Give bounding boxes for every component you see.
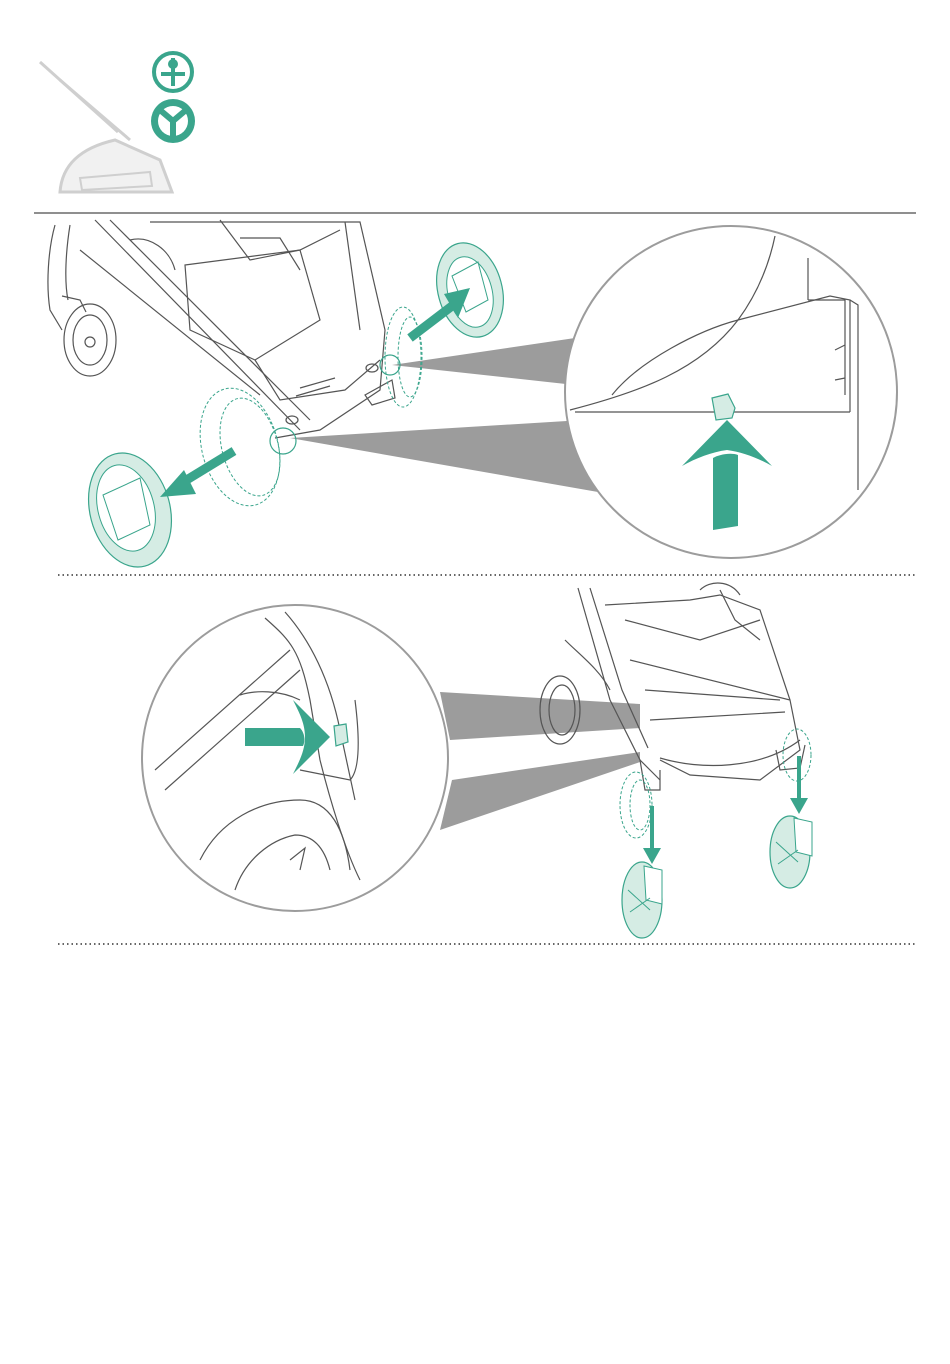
zoom-beam-lower xyxy=(290,420,598,492)
detached-front-wheel-left xyxy=(622,862,662,938)
step-remove-front-wheels xyxy=(142,583,812,938)
detail-magnifier-release-button xyxy=(565,226,897,558)
front-wheel-swivel-icon xyxy=(154,53,192,91)
detached-front-wheel-right xyxy=(770,816,812,888)
detail-marker-left xyxy=(270,428,296,454)
pull-down-arrow-right xyxy=(790,756,808,814)
front-wheel-original-left xyxy=(620,772,652,838)
rear-wheel-icon xyxy=(151,99,195,143)
detail-magnifier-front-button xyxy=(142,605,448,911)
front-release-button-tab xyxy=(334,724,348,746)
pull-down-arrow-left xyxy=(643,806,661,864)
detached-wheel-right xyxy=(427,235,514,344)
step-remove-rear-wheels xyxy=(48,220,897,576)
wheel-original-position-left xyxy=(188,379,292,515)
wheel-original-position-right xyxy=(385,307,422,407)
pull-arrow-left xyxy=(160,451,234,497)
stroller-frame-rear-view xyxy=(48,220,385,438)
zoom-beam-lower-2 xyxy=(440,752,640,830)
detached-wheel-left xyxy=(76,444,183,577)
stroller-back-wheel-left xyxy=(62,296,116,376)
